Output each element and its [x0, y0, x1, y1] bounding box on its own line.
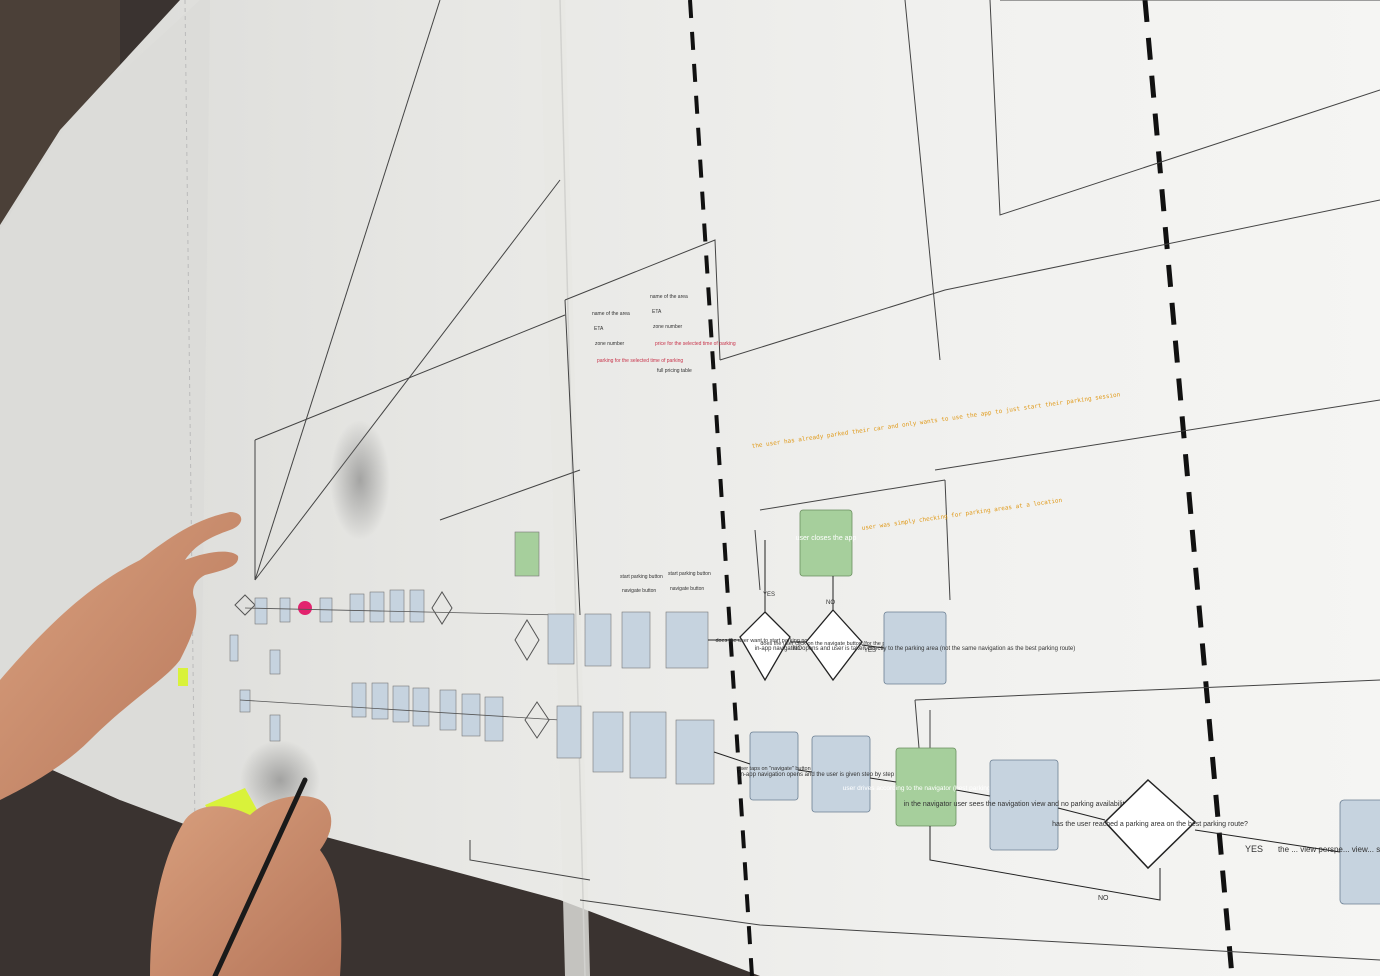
detail-column-1: name of the area ETA zone number parking… — [592, 311, 683, 364]
svg-text:does the user want to start pa: does the user want to start parking now? — [715, 638, 814, 644]
svg-text:does the user click on the nav: does the user click on the navigate butt… — [760, 641, 905, 647]
inapp-step-node: in-app navigation opens and the user is … — [739, 735, 943, 813]
svg-text:navigate button: navigate button — [670, 586, 704, 592]
navigator-view-node: in the navigator user sees the navigatio… — [904, 759, 1145, 851]
svg-text:zone number: zone number — [653, 324, 683, 330]
svg-text:parking for the selected time: parking for the selected time of parking — [597, 358, 683, 364]
no-label-3: NO — [1098, 895, 1109, 902]
left-flow-row — [229, 589, 561, 742]
start-marker-dot — [298, 601, 312, 615]
pointing-hand — [0, 512, 242, 800]
detail-button-labels: start parking button navigate button sta… — [620, 571, 711, 594]
wireframe-lines — [254, 0, 1380, 961]
svg-text:name of the area: name of the area — [650, 294, 688, 300]
svg-text:the ... view perspe... view...: the ... view perspe... view... sees... a… — [1278, 845, 1380, 854]
svg-text:start parking button: start parking button — [620, 574, 663, 580]
sticky-note-3 — [178, 668, 188, 686]
bottom-flow-arrows — [713, 751, 1341, 901]
detail-column-2: name of the area ETA zone number price f… — [650, 294, 736, 374]
navigate-decision: does the user click on the navigate butt… — [760, 609, 906, 682]
closes-app-node: user closes the app — [796, 509, 857, 577]
yes-label-2: YES — [864, 648, 876, 654]
pen — [212, 777, 308, 976]
svg-text:price for the selected time of: price for the selected time of parking — [655, 341, 736, 347]
svg-text:zone number: zone number — [595, 341, 625, 347]
svg-text:start parking button: start parking button — [668, 571, 711, 577]
no-label-1: NO — [793, 646, 802, 652]
mid-flow-row — [514, 531, 715, 785]
svg-text:ETA: ETA — [594, 326, 604, 332]
lane-divider-1 — [688, 0, 754, 976]
start-parking-decision: does the user want to start parking now? — [715, 611, 815, 682]
taps-navigate-node: user taps on "navigate" button — [737, 731, 811, 801]
svg-text:name of the area: name of the area — [592, 311, 630, 317]
reached-parking-decision: has the user reached a parking area on t… — [1052, 778, 1248, 870]
drives-node: user drives according to the navigator (… — [843, 747, 1010, 827]
no-label-2: NO — [826, 600, 835, 606]
writing-hand — [150, 795, 342, 976]
hand-shadow — [330, 420, 390, 540]
svg-text:navigate button: navigate button — [622, 588, 656, 594]
right-flow-arrows — [708, 540, 885, 649]
svg-text:in the navigator user sees the: in the navigator user sees the navigatio… — [904, 801, 1145, 808]
svg-text:in-app navigation opens and us: in-app navigation opens and user is take… — [755, 646, 1076, 652]
svg-text:user taps on "navigate" button: user taps on "navigate" button — [737, 766, 810, 772]
left-guide-line — [184, 0, 196, 831]
svg-text:user drives according to the n: user drives according to the navigator (… — [843, 785, 1010, 792]
seam-edge — [559, 0, 586, 976]
svg-text:has the user reached a parking: has the user reached a parking area on t… — [1052, 821, 1248, 828]
yes-label-3: YES — [1245, 844, 1263, 854]
svg-text:in-app navigation opens and th: in-app navigation opens and the user is … — [739, 772, 943, 778]
svg-text:full pricing table: full pricing table — [657, 368, 692, 374]
svg-text:user closes the app: user closes the app — [796, 535, 857, 542]
svg-text:ETA: ETA — [652, 309, 662, 315]
yes-label-1: YES — [763, 592, 775, 598]
